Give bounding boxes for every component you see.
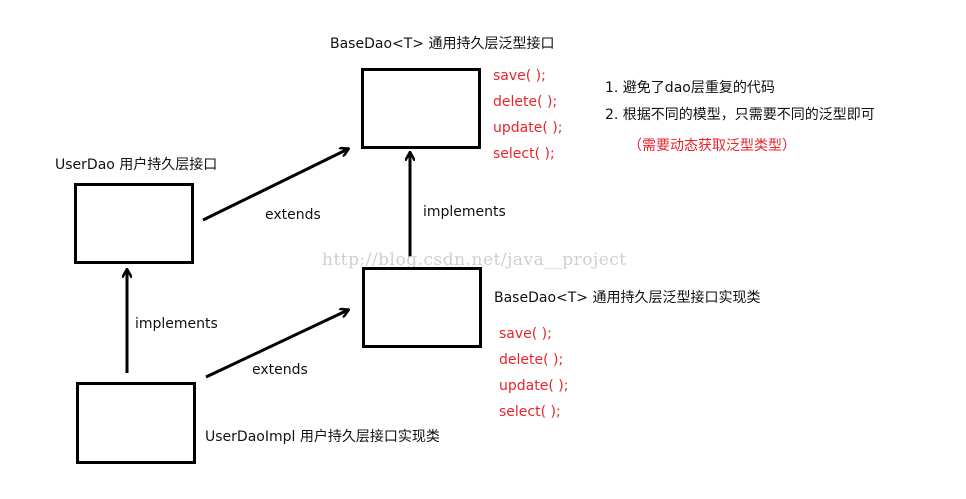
edge-label-extends: extends [265, 207, 321, 223]
base-dao-box [361, 68, 481, 149]
method-item: save( ); [493, 68, 546, 84]
note-item: 1. 避免了dao层重复的代码 [605, 80, 775, 96]
base-dao-title: BaseDao<T> 通用持久层泛型接口 [330, 36, 555, 52]
edge-label-extends: extends [252, 362, 308, 378]
notes-list: 1. 避免了dao层重复的代码 2. 根据不同的模型，只需要不同的泛型即可 [605, 75, 875, 129]
method-item: update( ); [499, 378, 569, 394]
method-item: delete( ); [493, 94, 558, 110]
method-item: select( ); [493, 146, 555, 162]
base-dao-impl-methods: save( ); delete( ); update( ); select( )… [499, 321, 568, 425]
edge-label-implements: implements [423, 204, 506, 220]
user-dao-box [74, 183, 194, 264]
user-dao-title: UserDao 用户持久层接口 [55, 157, 218, 173]
extends-arrow-userdaoimpl-baseimpl [205, 310, 348, 379]
edge-label-implements: implements [135, 316, 218, 332]
note-highlight: （需要动态获取泛型类型） [628, 138, 796, 154]
base-dao-methods: save( ); delete( ); update( ); select( )… [493, 63, 562, 167]
method-item: update( ); [493, 120, 563, 136]
user-dao-impl-box [76, 382, 196, 464]
user-dao-impl-title: UserDaoImpl 用户持久层接口实现类 [205, 429, 440, 445]
method-item: save( ); [499, 326, 552, 342]
base-dao-impl-title: BaseDao<T> 通用持久层泛型接口实现类 [494, 290, 761, 306]
base-dao-impl-box [362, 267, 482, 348]
extends-arrow-userdao-basedao [202, 149, 348, 222]
method-item: select( ); [499, 404, 561, 420]
method-item: delete( ); [499, 352, 564, 368]
watermark: http://blog.csdn.net/java__project [322, 250, 627, 270]
note-item: 2. 根据不同的模型，只需要不同的泛型即可 [605, 107, 875, 123]
